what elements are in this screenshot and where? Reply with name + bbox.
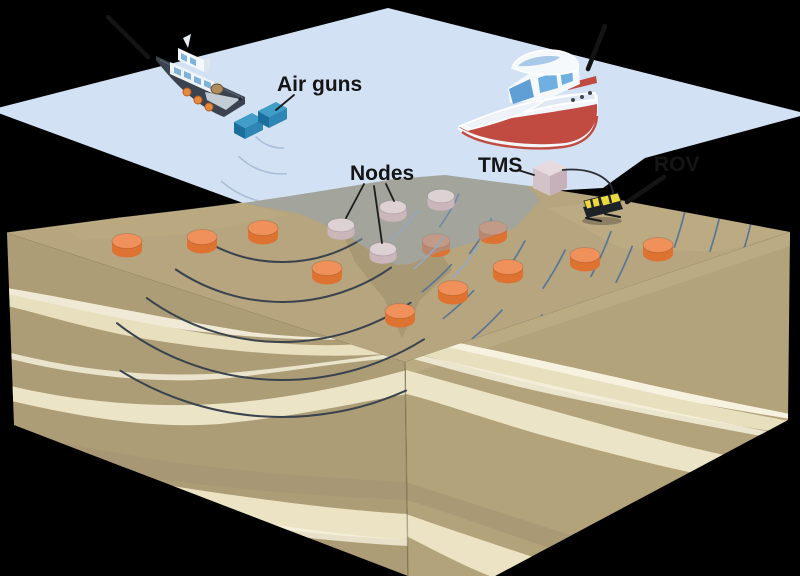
wavefront-arc — [413, 237, 445, 270]
air-guns-leader — [275, 94, 295, 111]
wavefront-arc — [389, 209, 419, 242]
wavefront-arc — [615, 245, 633, 284]
seabed-node — [421, 233, 451, 257]
seabed-node — [379, 199, 407, 222]
ground-arcs — [116, 238, 425, 419]
seabed-node — [478, 220, 508, 244]
vessel-pointer-lines — [105, 14, 667, 205]
ship-wheelhouse-end — [204, 57, 210, 72]
source-vessel-pointer — [105, 14, 151, 60]
ship-bollard — [238, 97, 242, 101]
nodes-leader-left — [345, 183, 365, 219]
air-gun-array — [234, 102, 287, 139]
ship-windows-upper — [181, 53, 196, 66]
wavefront-arc — [438, 193, 460, 228]
label-nodes: Nodes — [350, 162, 414, 185]
wavefront-arc — [452, 244, 481, 279]
seabed-node — [311, 260, 343, 285]
ship-mast — [183, 34, 191, 48]
wavefront-arc — [590, 230, 612, 278]
yacht-windshield — [509, 79, 534, 104]
nodes-submerged — [327, 188, 455, 264]
yacht-portholes — [571, 91, 592, 102]
tms-leader — [517, 169, 535, 176]
wavefront-arc — [220, 180, 294, 203]
rov — [582, 192, 623, 225]
label-air-guns: Air guns — [277, 73, 362, 96]
nodes-waterline — [421, 220, 508, 257]
wavefront-arc — [442, 289, 475, 320]
tms-unit — [533, 160, 567, 196]
yacht-flybridge-trim — [518, 56, 560, 67]
yacht-boot-stripe — [461, 115, 599, 150]
seabed-node — [427, 188, 455, 211]
wavefront-arc — [145, 297, 412, 344]
seabed-node — [437, 280, 469, 305]
seabed-node — [247, 220, 279, 245]
source-vessel — [156, 34, 245, 117]
support-vessel-pointer — [585, 23, 608, 72]
wavefront-arc — [174, 266, 392, 303]
wavefront-arc — [471, 309, 503, 340]
label-leader-lines — [275, 94, 535, 244]
ship-aft-deck — [205, 92, 240, 110]
seabed-node — [327, 217, 355, 240]
seabed-node — [111, 233, 143, 258]
seabed-node — [569, 247, 601, 272]
nodes-leader-middle — [373, 185, 383, 244]
seabed-node — [384, 303, 416, 328]
seabed-node — [369, 241, 397, 264]
rov-pointer — [624, 174, 667, 205]
wavefront-arc — [206, 238, 363, 263]
seabed-node — [642, 237, 674, 262]
label-tms: TMS — [478, 154, 522, 177]
front-corner-edge — [404, 361, 409, 576]
wavefront-arc — [255, 136, 285, 149]
wavefront-arc — [116, 322, 425, 382]
nodes-leader-right — [385, 183, 395, 202]
ship-windows-lower — [174, 67, 211, 89]
label-rov: ROV — [654, 153, 700, 176]
sea-surface — [0, 8, 800, 262]
water-arcs — [220, 136, 294, 203]
ship-lifebuoys — [182, 87, 214, 112]
tint-arcs — [389, 209, 481, 279]
wavefront-arc — [238, 155, 288, 175]
wavefront-arc — [421, 263, 453, 293]
wavefront-arc — [119, 369, 408, 419]
seabed-node — [186, 229, 218, 254]
wavefront-arc — [542, 249, 566, 289]
seabed-node — [492, 259, 524, 284]
seabed-silhouette-edge — [6, 202, 244, 234]
yacht-red-band — [459, 104, 597, 145]
left-slope-highlight — [60, 203, 290, 240]
nodes-surface — [111, 220, 674, 328]
ship-winch — [210, 83, 224, 95]
air-gun — [234, 113, 263, 139]
rov-support-vessel — [457, 49, 599, 150]
